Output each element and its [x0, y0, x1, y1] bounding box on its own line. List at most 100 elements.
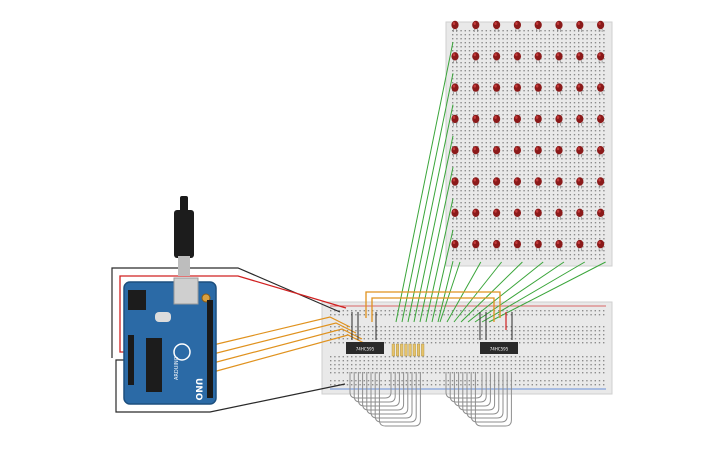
breadboard-hole: [569, 94, 571, 96]
breadboard-hole: [464, 62, 466, 64]
breadboard-hole: [552, 226, 555, 228]
breadboard-hole: [523, 334, 525, 336]
breadboard-hole: [502, 118, 504, 120]
breadboard-hole: [578, 106, 580, 108]
breadboard-hole: [494, 130, 496, 132]
breadboard-hole: [540, 190, 542, 192]
breadboard-hole: [414, 334, 416, 336]
breadboard-hole: [565, 90, 567, 92]
breadboard-hole: [502, 94, 504, 96]
breadboard-hole: [376, 356, 378, 358]
breadboard-hole: [561, 114, 563, 116]
breadboard-hole: [367, 380, 370, 382]
breadboard-hole: [527, 110, 529, 112]
breadboard-hole: [544, 230, 546, 232]
breadboard-hole: [527, 234, 529, 236]
breadboard-hole: [565, 214, 567, 216]
breadboard-hole: [578, 130, 580, 132]
breadboard-hole: [451, 356, 454, 358]
breadboard-hole: [594, 234, 597, 236]
breadboard-hole: [582, 126, 584, 128]
breadboard-hole: [502, 122, 504, 124]
breadboard-hole: [460, 142, 462, 144]
breadboard-hole: [485, 162, 487, 164]
breadboard-hole: [397, 384, 399, 386]
breadboard-hole: [460, 174, 462, 176]
led-breadboard[interactable]: [445, 21, 613, 267]
breadboard-hole: [456, 166, 458, 168]
led-highlight: [494, 115, 497, 119]
arduino-uno-board[interactable]: ARDUINO UNO: [123, 277, 217, 405]
breadboard-hole: [506, 182, 508, 184]
breadboard-hole: [557, 102, 559, 104]
column-wire: [467, 261, 544, 323]
breadboard-hole: [586, 170, 588, 172]
breadboard-hole: [590, 230, 592, 232]
breadboard-hole: [540, 372, 542, 374]
breadboard-hole: [388, 356, 391, 358]
breadboard-hole: [527, 70, 529, 72]
breadboard-hole: [494, 166, 496, 168]
breadboard-hole: [414, 360, 416, 362]
breadboard-hole: [544, 110, 546, 112]
breadboard-hole: [544, 242, 546, 244]
breadboard-hole: [393, 380, 395, 382]
breadboard-hole: [594, 94, 597, 96]
breadboard-hole: [569, 330, 571, 332]
breadboard-hole: [536, 174, 538, 176]
breadboard-hole: [523, 78, 525, 80]
breadboard-hole: [468, 250, 471, 252]
breadboard-hole: [485, 154, 487, 156]
breadboard-hole: [346, 326, 349, 328]
breadboard-hole: [582, 258, 584, 260]
breadboard-hole: [544, 94, 546, 96]
breadboard-hole: [506, 222, 508, 224]
shift-register-2[interactable]: 74HC595: [480, 342, 518, 354]
breadboard-hole: [460, 30, 462, 32]
breadboard-hole: [485, 250, 487, 252]
breadboard-hole: [569, 380, 571, 382]
breadboard-hole: [586, 226, 588, 228]
breadboard-hole: [603, 198, 605, 200]
breadboard-hole: [485, 106, 487, 108]
breadboard-hole: [582, 202, 584, 204]
breadboard-hole: [506, 94, 508, 96]
breadboard-hole: [569, 158, 571, 160]
usb-cable[interactable]: [174, 196, 194, 276]
breadboard-hole: [573, 314, 575, 316]
breadboard-hole: [477, 94, 479, 96]
breadboard-hole: [468, 380, 470, 382]
breadboard-hole: [367, 368, 370, 370]
breadboard-hole: [456, 170, 458, 172]
breadboard-hole: [586, 58, 588, 60]
breadboard-hole: [502, 126, 504, 128]
breadboard-hole: [603, 34, 605, 36]
led-highlight: [515, 84, 518, 88]
breadboard-hole: [599, 34, 601, 36]
shift-register-1[interactable]: 74HC595: [346, 342, 384, 354]
breadboard-hole: [586, 50, 588, 52]
breadboard-hole: [531, 174, 534, 176]
breadboard-hole: [519, 134, 521, 136]
breadboard-hole: [590, 186, 592, 188]
breadboard-hole: [489, 118, 492, 120]
breadboard-hole: [346, 384, 349, 386]
breadboard-hole: [493, 368, 496, 370]
breadboard-hole: [464, 90, 466, 92]
breadboard-hole: [498, 330, 500, 332]
breadboard-hole: [443, 360, 445, 362]
breadboard-hole: [599, 74, 601, 76]
breadboard-hole: [464, 94, 466, 96]
breadboard-hole: [603, 106, 605, 108]
breadboard-hole: [494, 154, 496, 156]
breadboard-hole: [594, 98, 597, 100]
breadboard-hole: [372, 356, 374, 358]
breadboard-hole: [578, 258, 580, 260]
breadboard-hole: [531, 202, 534, 204]
breadboard-hole: [531, 384, 533, 386]
breadboard-hole: [456, 198, 458, 200]
breadboard-hole: [531, 46, 534, 48]
breadboard-hole: [556, 360, 559, 362]
breadboard-hole: [561, 250, 563, 252]
breadboard-hole: [481, 70, 483, 72]
